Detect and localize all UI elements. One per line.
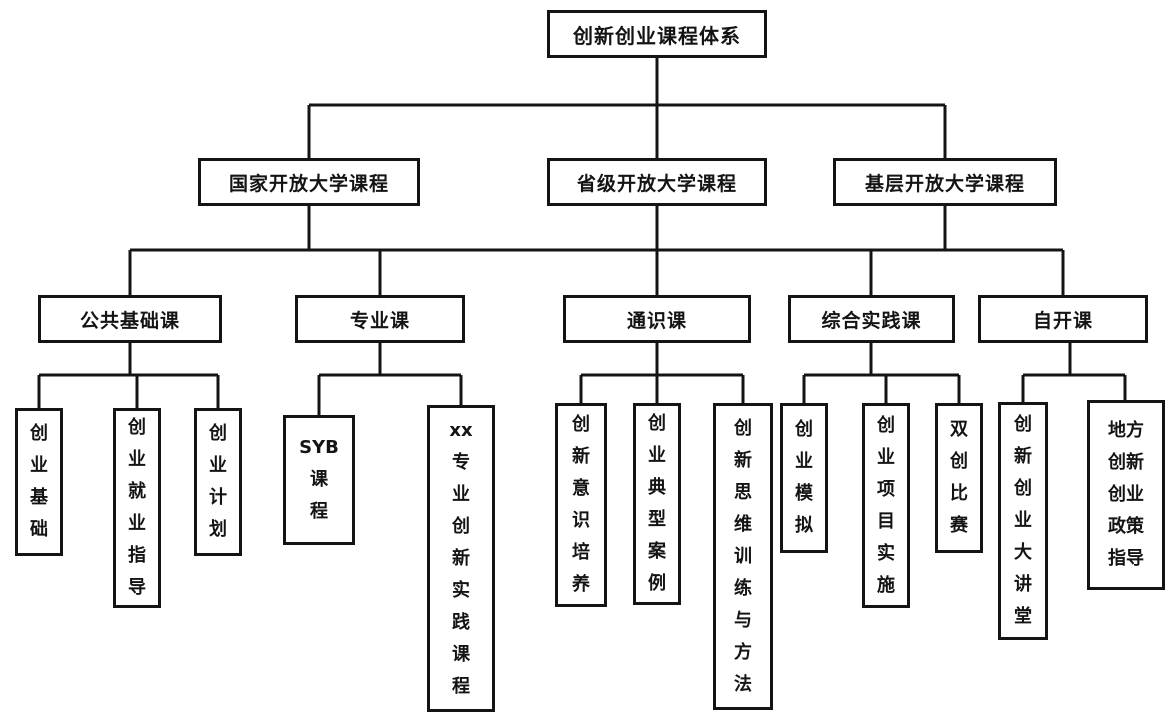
node-entrepreneurship-employment-guidance: 创 业 就 业 指 导: [113, 408, 161, 608]
node-entrepreneurship-simulation: 创 业 模 拟: [780, 403, 828, 553]
node-major-course: 专业课: [295, 295, 465, 343]
node-course-system-root: 创新创业课程体系: [547, 10, 767, 58]
node-entrepreneurship-typical-cases: 创 业 典 型 案 例: [633, 403, 681, 605]
node-self-run-course: 自开课: [978, 295, 1148, 343]
node-business-plan: 创 业 计 划: [194, 408, 242, 556]
node-xx-major-innovation-practice-course: xx 专 业 创 新 实 践 课 程: [427, 405, 495, 712]
node-entrepreneurship-project-implementation: 创 业 项 目 实 施: [862, 403, 910, 608]
node-public-basic-course: 公共基础课: [38, 295, 222, 343]
node-innovative-thinking-training-and-methods: 创 新 思 维 训 练 与 方 法: [713, 403, 773, 710]
node-syb-course: SYB 课 程: [283, 415, 355, 545]
node-entrepreneurship-basics: 创 业 基 础: [15, 408, 63, 556]
node-national-open-university-courses: 国家开放大学课程: [198, 158, 420, 206]
node-comprehensive-practice-course: 综合实践课: [788, 295, 955, 343]
node-general-education-course: 通识课: [563, 295, 751, 343]
node-innovation-awareness-cultivation: 创 新 意 识 培 养: [555, 403, 607, 607]
node-grassroots-open-university-courses: 基层开放大学课程: [833, 158, 1057, 206]
node-dual-innovation-competition: 双 创 比 赛: [935, 403, 983, 553]
node-innovation-entrepreneurship-lecture-hall: 创 新 创 业 大 讲 堂: [998, 402, 1048, 640]
node-provincial-open-university-courses: 省级开放大学课程: [547, 158, 767, 206]
node-local-innovation-entrepreneurship-policy-guidance: 地方 创新 创业 政策 指导: [1087, 400, 1165, 590]
